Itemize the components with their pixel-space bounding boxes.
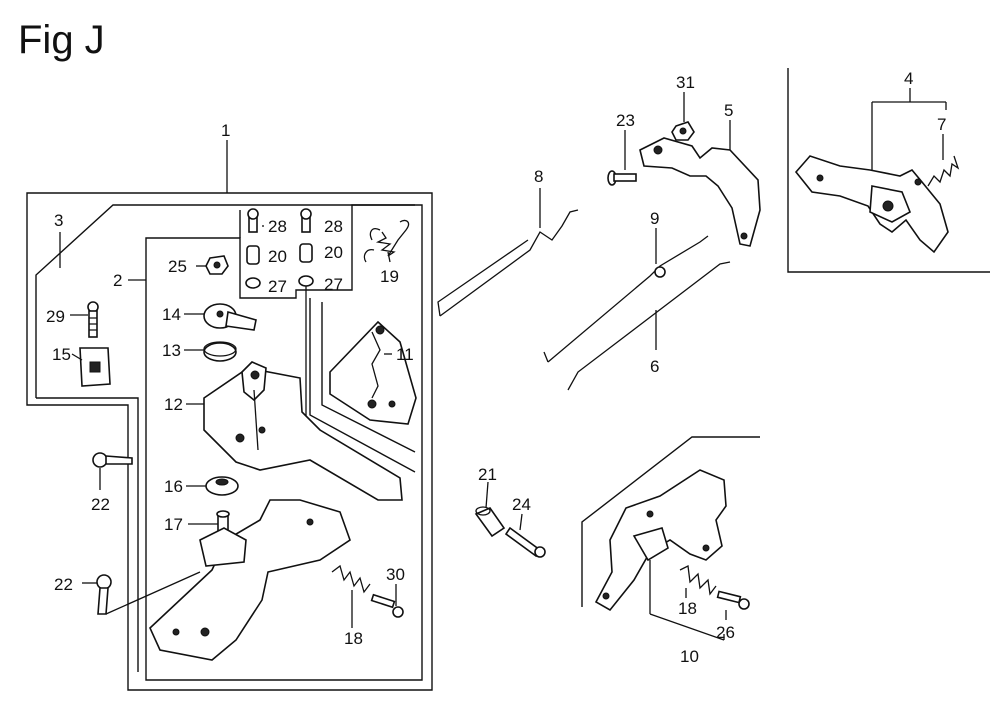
callout-26: 26 — [716, 623, 735, 642]
base-bracket — [105, 499, 351, 661]
callout-5: 5 — [724, 101, 733, 120]
callout-27-left: 27 — [268, 277, 287, 296]
callout-11: 11 — [396, 345, 414, 364]
frame-assembly-1 — [26, 192, 433, 691]
part-8-rod — [437, 209, 579, 317]
part-13-washer — [203, 341, 237, 362]
leader-lines — [59, 88, 947, 641]
frame-assembly-10 — [581, 436, 760, 607]
callout-25: 25 — [168, 257, 187, 276]
part-16-washer — [205, 476, 239, 496]
part-7-spring — [927, 155, 960, 187]
part-26-bolt — [716, 590, 750, 610]
callout-18-left: 18 — [344, 629, 363, 648]
part-15-clip — [79, 347, 111, 387]
part-25-nut — [205, 255, 229, 275]
callout-15: 15 — [52, 345, 71, 364]
frame-assembly-4 — [787, 68, 990, 273]
group-frames — [26, 68, 990, 691]
callout-2: 2 — [113, 271, 122, 290]
frame-guide-b — [321, 302, 416, 453]
callout-14: 14 — [162, 305, 181, 324]
callout-24: 24 — [512, 495, 531, 514]
frame-guide-a — [309, 298, 416, 473]
callout-13: 13 — [162, 341, 181, 360]
callout-12: 12 — [164, 395, 183, 414]
part-31-nut — [671, 121, 695, 141]
part-22-bolt-upper — [92, 452, 133, 468]
part-19-spring — [363, 219, 410, 263]
part-12-bracket — [203, 361, 403, 501]
callout-10: 10 — [680, 647, 699, 666]
callout-3: 3 — [54, 211, 63, 230]
part-10-assembly — [594, 469, 727, 612]
callout-1: 1 — [221, 121, 230, 140]
part-18-spring-left — [331, 564, 371, 594]
callout-30: 30 — [386, 565, 405, 584]
part-24-bolt — [504, 526, 546, 558]
callout-22-upper: 22 — [91, 495, 110, 514]
callout-22-lower: 22 — [54, 575, 73, 594]
callout-labels: 1 2 3 4 5 6 7 8 9 10 11 12 13 14 15 16 1… — [46, 69, 946, 666]
callout-8: 8 — [534, 167, 543, 186]
callout-28-right: 28 — [324, 217, 343, 236]
callout-17: 17 — [164, 515, 183, 534]
callout-9: 9 — [650, 209, 659, 228]
callout-7: 7 — [937, 115, 946, 134]
callout-20-left: 20 — [268, 247, 287, 266]
callout-21: 21 — [478, 465, 497, 484]
hardware-stack-left — [245, 208, 261, 289]
callout-28-left: 28 — [268, 217, 287, 236]
frame-assembly-2 — [145, 204, 423, 681]
part-5-lever — [639, 137, 761, 247]
part-18-spring-right — [679, 565, 717, 596]
callout-16: 16 — [164, 477, 183, 496]
part-14-bracket — [203, 303, 257, 331]
frame-assembly-3 — [35, 204, 415, 398]
part-22-bolt-lower — [96, 574, 112, 615]
callout-20-right: 20 — [324, 243, 343, 262]
part-23-bolt — [607, 170, 637, 186]
part-9-rod — [543, 235, 709, 363]
callout-4: 4 — [904, 69, 913, 88]
figure-title: Fig J — [18, 18, 105, 62]
callout-19: 19 — [380, 267, 399, 286]
callout-23: 23 — [616, 111, 635, 130]
part-21-collar — [474, 506, 506, 538]
part-6-rod — [567, 261, 731, 391]
callout-31: 31 — [676, 73, 695, 92]
part-29-bolt — [87, 301, 99, 338]
callout-29: 29 — [46, 307, 65, 326]
callout-18-right: 18 — [678, 599, 697, 618]
part-11-plate — [329, 320, 417, 425]
callout-6: 6 — [650, 357, 659, 376]
callout-27-right: 27 — [324, 275, 343, 294]
hardware-stack-right — [298, 208, 314, 420]
frame-assembly-3b — [36, 397, 139, 672]
part-4-assembly — [794, 155, 949, 254]
part-30-bolt — [370, 593, 404, 618]
